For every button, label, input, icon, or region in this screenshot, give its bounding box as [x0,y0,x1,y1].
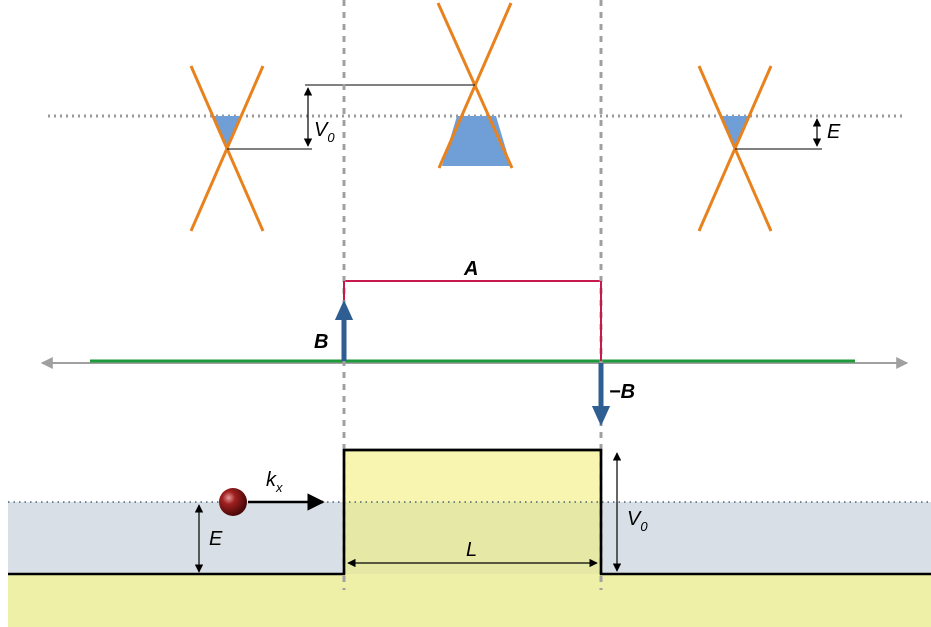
width-label: L [466,539,477,561]
energy-label-bottom: E [209,528,223,550]
v0-label-top: V0 [314,119,335,145]
vector-potential-label: A [463,258,478,280]
field-b-arrowhead-overlay [335,300,353,320]
potential-profile-overlay [342,448,603,574]
ground-region [8,574,931,627]
energy-label-top: E [827,121,841,143]
kx-label: kx [266,469,283,495]
right-cone-filled-states [720,116,750,149]
energy-region-left [8,502,344,574]
field-minus-b-arrowhead-overlay [592,406,610,426]
field-b-label: B [314,331,328,353]
left-cone-filled-states [212,116,242,149]
field-minus-b-label: −B [609,381,635,403]
particle-ball [219,488,247,516]
vector-potential-curve [343,280,602,361]
barrier-height-label: V0 [627,508,648,534]
energy-region-right [601,502,931,574]
